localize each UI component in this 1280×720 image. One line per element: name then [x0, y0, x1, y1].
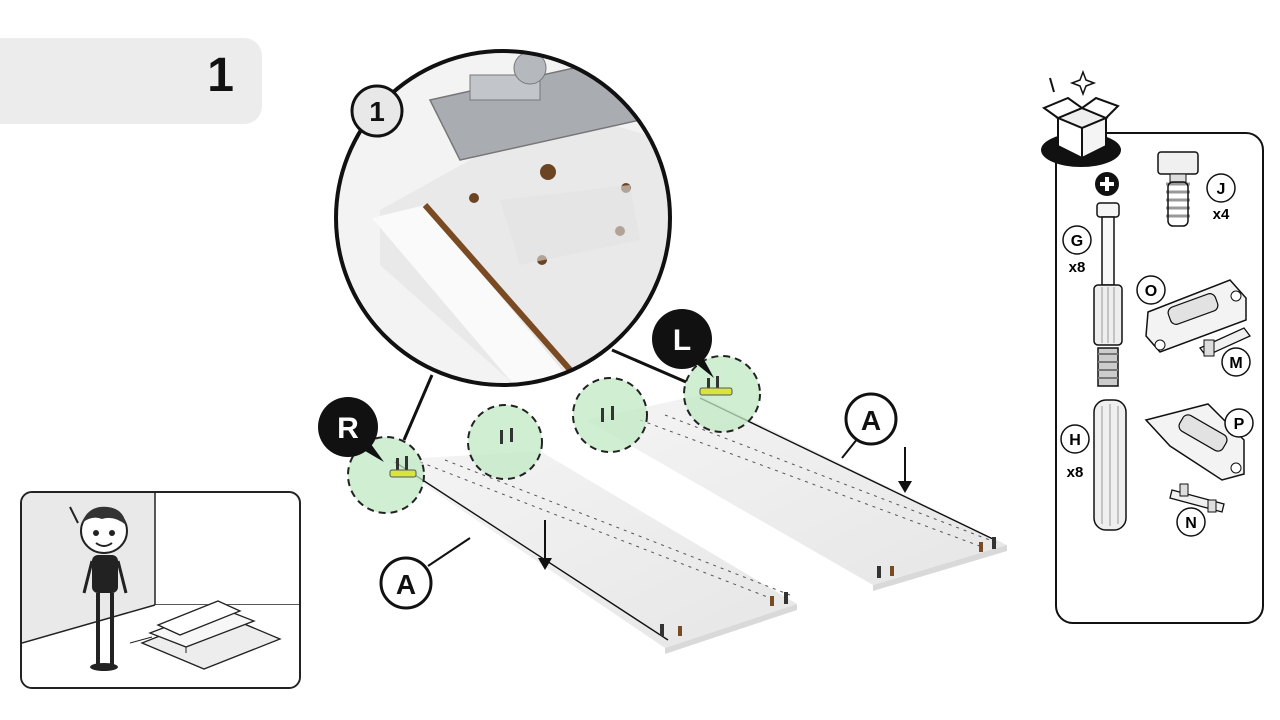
board-a-label-right-circle	[844, 392, 898, 446]
highlight-mid-right	[572, 377, 648, 453]
parts-panel	[1055, 132, 1264, 624]
zoom-callout-number: 1	[369, 96, 385, 127]
zoom-leader-right	[611, 348, 687, 384]
highlight-mid-left	[467, 404, 543, 480]
part-m-badge	[1221, 347, 1251, 377]
l-marker-label: L	[673, 324, 691, 357]
part-j-illustration	[1157, 151, 1199, 227]
part-o-letter: O	[1145, 283, 1157, 300]
part-g-qty: x8	[1069, 259, 1086, 276]
board-a-label-right: A	[861, 405, 881, 436]
instruction-mini-panel	[20, 491, 301, 689]
person-figure	[69, 506, 128, 671]
part-n-illustration	[1169, 483, 1225, 513]
part-h-qty: x8	[1067, 464, 1084, 481]
part-h-letter: H	[1069, 432, 1081, 449]
part-m-illustration	[1198, 327, 1252, 357]
board-right	[586, 395, 1007, 591]
board-left	[388, 451, 797, 654]
part-j-qty: x4	[1213, 206, 1230, 223]
part-g-illustration	[1093, 202, 1123, 387]
part-p-illustration	[1144, 403, 1245, 481]
boards-pile	[129, 600, 282, 670]
part-m-letter: M	[1229, 355, 1242, 372]
part-n-badge	[1176, 507, 1206, 537]
board-a-label-left: A	[396, 569, 416, 600]
part-p-letter: P	[1234, 416, 1245, 433]
part-o-illustration	[1145, 279, 1247, 353]
r-marker-label: R	[337, 412, 359, 445]
open-box-icon	[1041, 69, 1121, 167]
zoom-callout-circle	[350, 84, 404, 138]
step-badge: 1	[0, 38, 262, 124]
person-with-boards-illustration	[22, 493, 299, 687]
part-g-letter: G	[1071, 233, 1083, 250]
part-o-badge	[1136, 275, 1166, 305]
l-marker-badge	[652, 309, 712, 369]
part-h-badge	[1060, 424, 1090, 454]
part-p-badge	[1224, 408, 1254, 438]
part-h-illustration	[1093, 399, 1127, 531]
step-number: 1	[207, 49, 234, 102]
part-j-badge	[1206, 173, 1236, 203]
part-n-letter: N	[1185, 515, 1197, 532]
board-a-label-left-circle	[379, 556, 433, 610]
zoom-leader-left	[402, 374, 434, 441]
highlight-circles	[347, 355, 761, 514]
part-j-letter: J	[1217, 181, 1226, 198]
r-marker-badge	[318, 397, 378, 457]
part-g-badge	[1062, 225, 1092, 255]
